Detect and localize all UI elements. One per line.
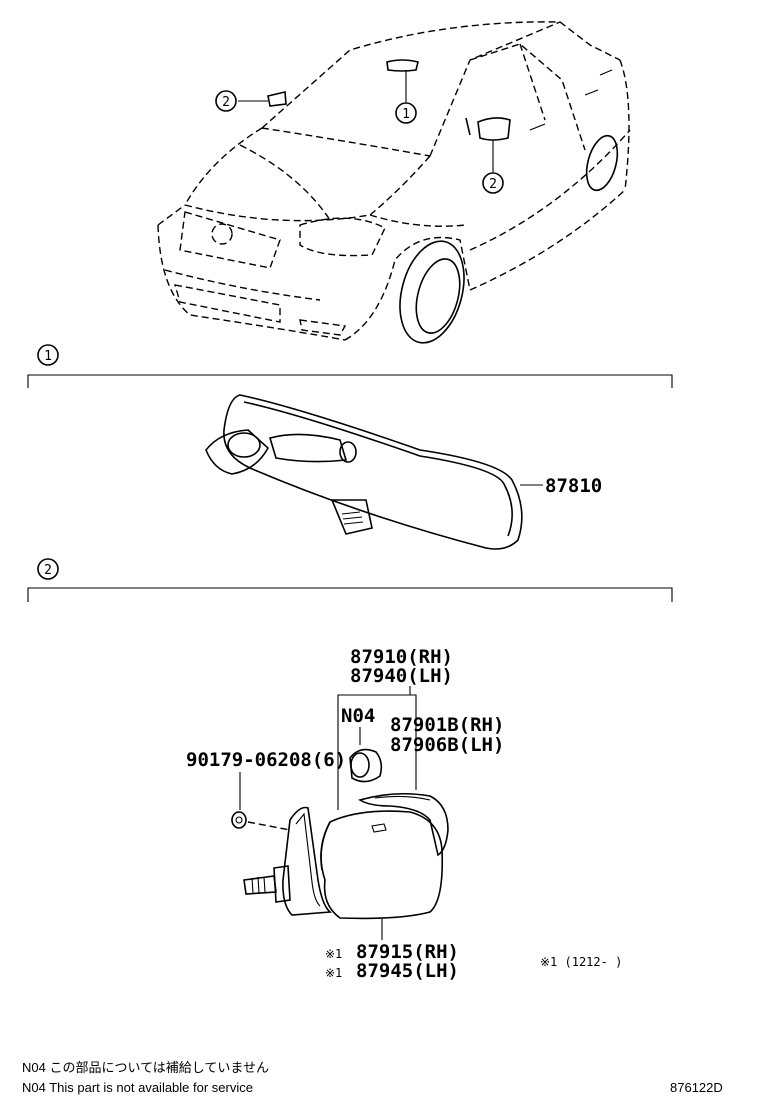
part-number-90179-screw: 90179-06208(6) — [186, 749, 346, 771]
mark-1-rh: ※1 — [325, 947, 342, 961]
callout-car-left-mirror: 2 — [215, 90, 237, 112]
diagram-id: 876122D — [670, 1080, 723, 1095]
part-number-87906b-lh: 87906B(LH) — [390, 734, 504, 756]
car-illustration — [157, 21, 631, 344]
outer-mirror-drawing — [243, 792, 449, 920]
svg-text:1: 1 — [402, 107, 410, 122]
callout-car-door-mirror: 2 — [482, 172, 504, 194]
part-number-87945-lh: 87945(LH) — [356, 960, 459, 982]
mirror-cap-drawing — [349, 748, 383, 783]
mark-1-lh: ※1 — [325, 966, 342, 980]
part-number-87910-rh: 87910(RH) — [350, 646, 453, 668]
callout-car-inner-mirror: 1 — [395, 102, 417, 124]
footer-note-english: N04 This part is not available for servi… — [22, 1080, 253, 1095]
part-number-87940-lh: 87940(LH) — [350, 665, 453, 687]
svg-text:2: 2 — [222, 95, 230, 110]
inner-mirror-drawing — [205, 394, 523, 550]
svg-text:2: 2 — [489, 177, 497, 192]
n04-tag: N04 — [341, 705, 375, 727]
date-range-note: ※1 (1212- ) — [540, 955, 622, 969]
part-number-87901b-rh: 87901B(RH) — [390, 714, 504, 736]
svg-text:1: 1 — [44, 349, 52, 364]
section-2-header: 2 — [27, 558, 673, 602]
svg-text:2: 2 — [44, 563, 52, 578]
footer-note-japanese: N04 この部品については補給していません — [22, 1060, 269, 1075]
section-1-header: 1 — [27, 344, 673, 388]
part-number-87810: 87810 — [545, 475, 602, 497]
part-number-87915-rh: 87915(RH) — [356, 941, 459, 963]
screw-drawing — [231, 811, 247, 829]
